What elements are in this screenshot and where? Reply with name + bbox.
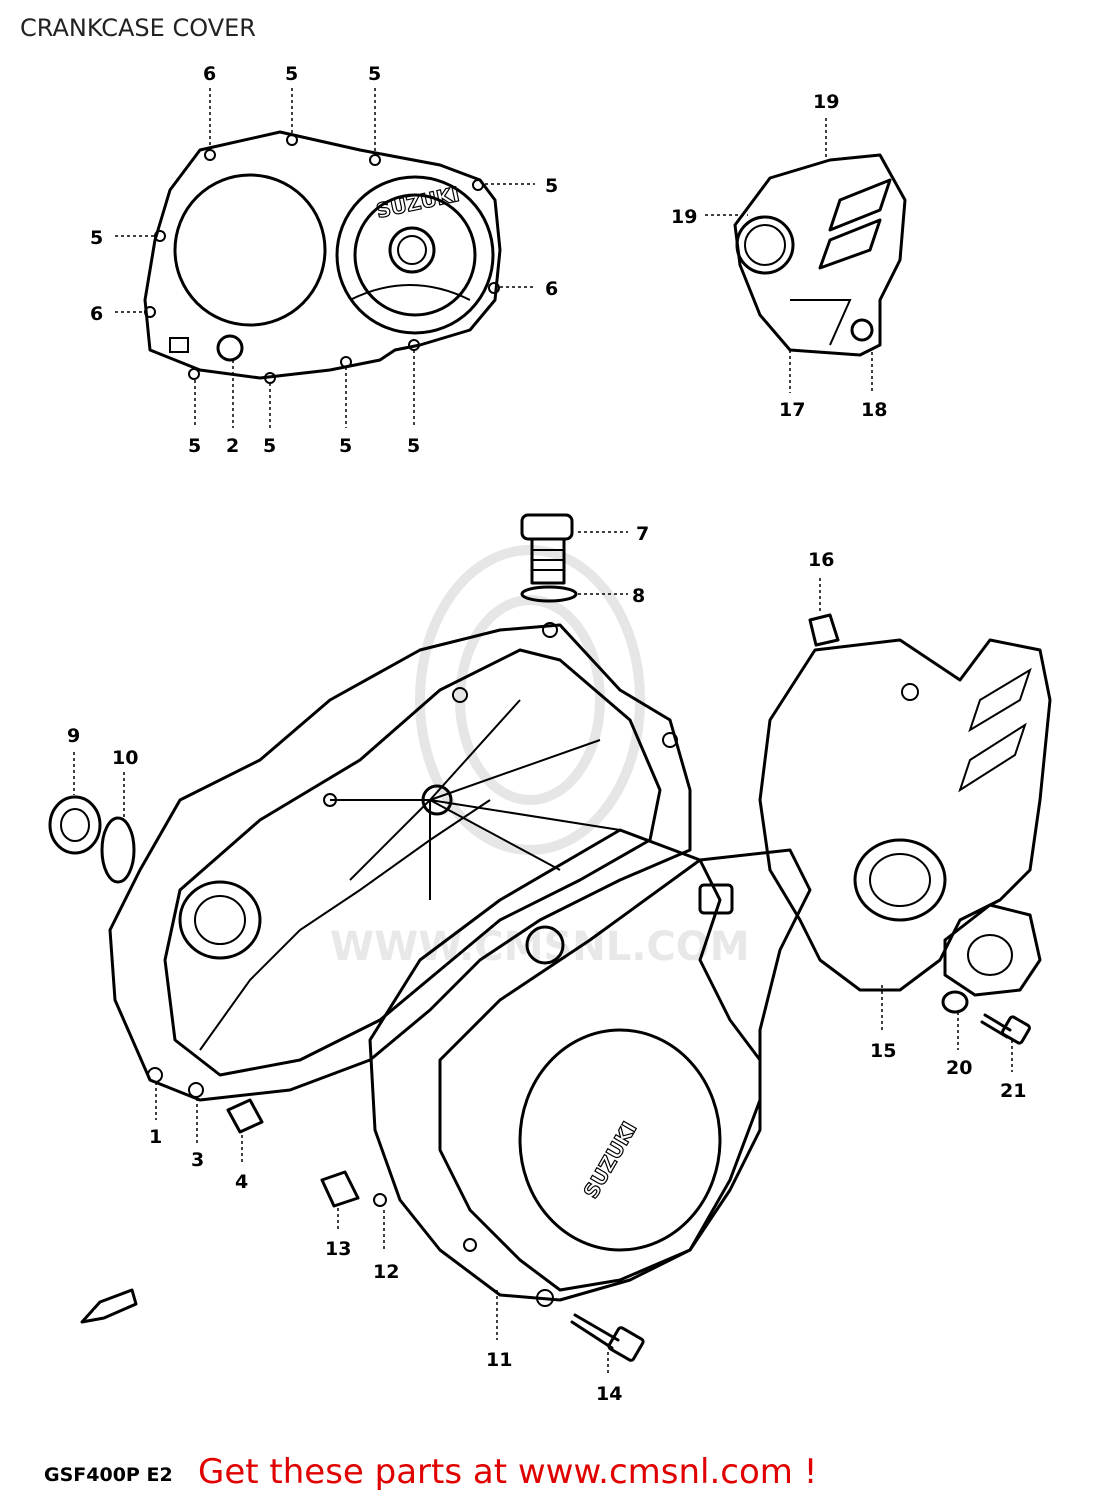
brand-mark-upper: SUZUKI bbox=[374, 182, 461, 223]
bolt-14 bbox=[570, 1313, 645, 1362]
callout-5: 5 bbox=[368, 63, 381, 85]
oil-filler-cap bbox=[520, 513, 578, 603]
promo-link[interactable]: Get these parts at www.cmsnl.com ! bbox=[198, 1452, 818, 1492]
washer-20 bbox=[941, 990, 969, 1014]
callout-6: 6 bbox=[203, 63, 216, 85]
brand-mark-lower: SUZUKI bbox=[579, 1117, 642, 1202]
callout-5: 5 bbox=[263, 435, 276, 457]
leader-lines bbox=[73, 88, 1013, 1376]
collar-16 bbox=[808, 613, 840, 647]
clutch-cover-detail: SUZUKI bbox=[143, 130, 502, 384]
callout-16: 16 bbox=[808, 549, 834, 571]
magneto-cover-assembly: SUZUKI bbox=[368, 828, 812, 1307]
callout-7: 7 bbox=[636, 523, 649, 545]
callout-5: 5 bbox=[407, 435, 420, 457]
callout-4: 4 bbox=[235, 1171, 248, 1193]
dowel-pin-4 bbox=[226, 1098, 264, 1134]
callout-13: 13 bbox=[325, 1238, 351, 1260]
callout-21: 21 bbox=[1000, 1080, 1026, 1102]
callout-15: 15 bbox=[870, 1040, 896, 1062]
callout-5: 5 bbox=[545, 175, 558, 197]
callout-8: 8 bbox=[632, 585, 645, 607]
callout-5: 5 bbox=[339, 435, 352, 457]
page-title: CRANKCASE COVER bbox=[20, 14, 256, 42]
callout-19: 19 bbox=[813, 91, 839, 113]
callout-10: 10 bbox=[112, 747, 138, 769]
callout-6: 6 bbox=[90, 303, 103, 325]
callout-5: 5 bbox=[188, 435, 201, 457]
sprocket-cover-detail bbox=[733, 153, 907, 357]
callout-3: 3 bbox=[191, 1149, 204, 1171]
callout-14: 14 bbox=[596, 1383, 622, 1405]
callout-5: 5 bbox=[90, 227, 103, 249]
model-code: GSF400P E2 bbox=[44, 1464, 173, 1486]
callout-11: 11 bbox=[486, 1349, 512, 1371]
bolt-21 bbox=[980, 1013, 1031, 1045]
watermark-logo: WWW.CMSNL.COM bbox=[330, 545, 750, 970]
callout-12: 12 bbox=[373, 1261, 399, 1283]
dowel-pin-13 bbox=[320, 1170, 360, 1208]
callout-labels: 6 5 5 5 5 6 6 5 2 5 5 5 19 19 17 18 7 8 … bbox=[67, 63, 1026, 1405]
callout-20: 20 bbox=[946, 1057, 972, 1079]
callout-1: 1 bbox=[149, 1126, 162, 1148]
callout-18: 18 bbox=[861, 399, 887, 421]
callout-17: 17 bbox=[779, 399, 805, 421]
callout-2: 2 bbox=[226, 435, 239, 457]
callout-6: 6 bbox=[545, 278, 558, 300]
forward-direction-arrow: FWD bbox=[80, 1288, 138, 1324]
callout-9: 9 bbox=[67, 725, 80, 747]
clutch-cover-assembly bbox=[108, 622, 692, 1102]
sprocket-cover-assembly bbox=[758, 638, 1052, 997]
plug-and-oring bbox=[48, 795, 136, 884]
callout-5: 5 bbox=[285, 63, 298, 85]
callout-19: 19 bbox=[671, 206, 697, 228]
